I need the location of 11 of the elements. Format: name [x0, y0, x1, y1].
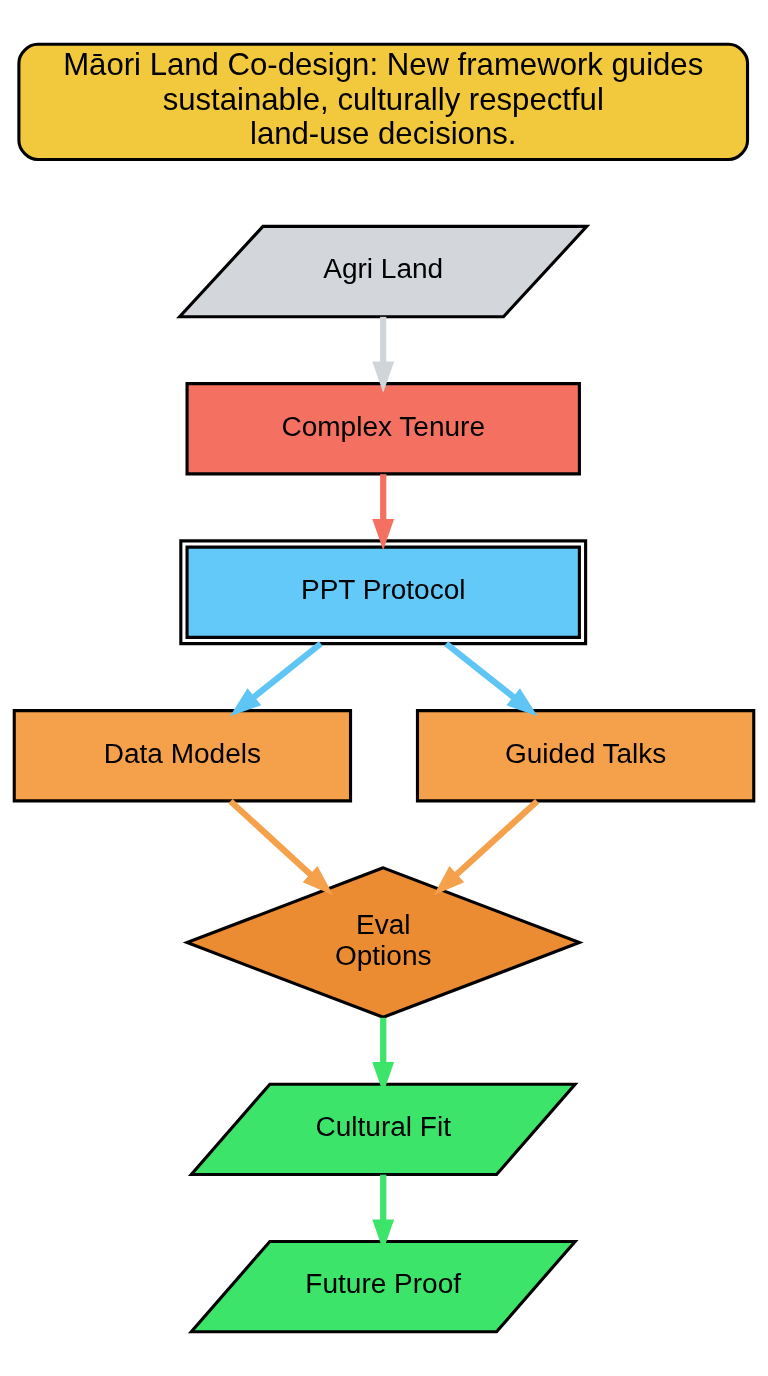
node-box: PPT Protocol — [179, 539, 588, 646]
arrow — [229, 641, 323, 717]
node-box: Guided Talks — [415, 709, 756, 803]
arrow — [372, 474, 395, 551]
arrow — [372, 316, 395, 393]
node-box: Complex Tenure — [185, 382, 581, 476]
arrow — [228, 799, 334, 896]
arrow — [444, 641, 538, 717]
arrow — [433, 798, 540, 896]
node-box: Data Models — [12, 709, 353, 803]
node-box: Māori Land Co-design: New framework guides sustainable, culturally respectful land-use decisions. — [17, 42, 750, 161]
